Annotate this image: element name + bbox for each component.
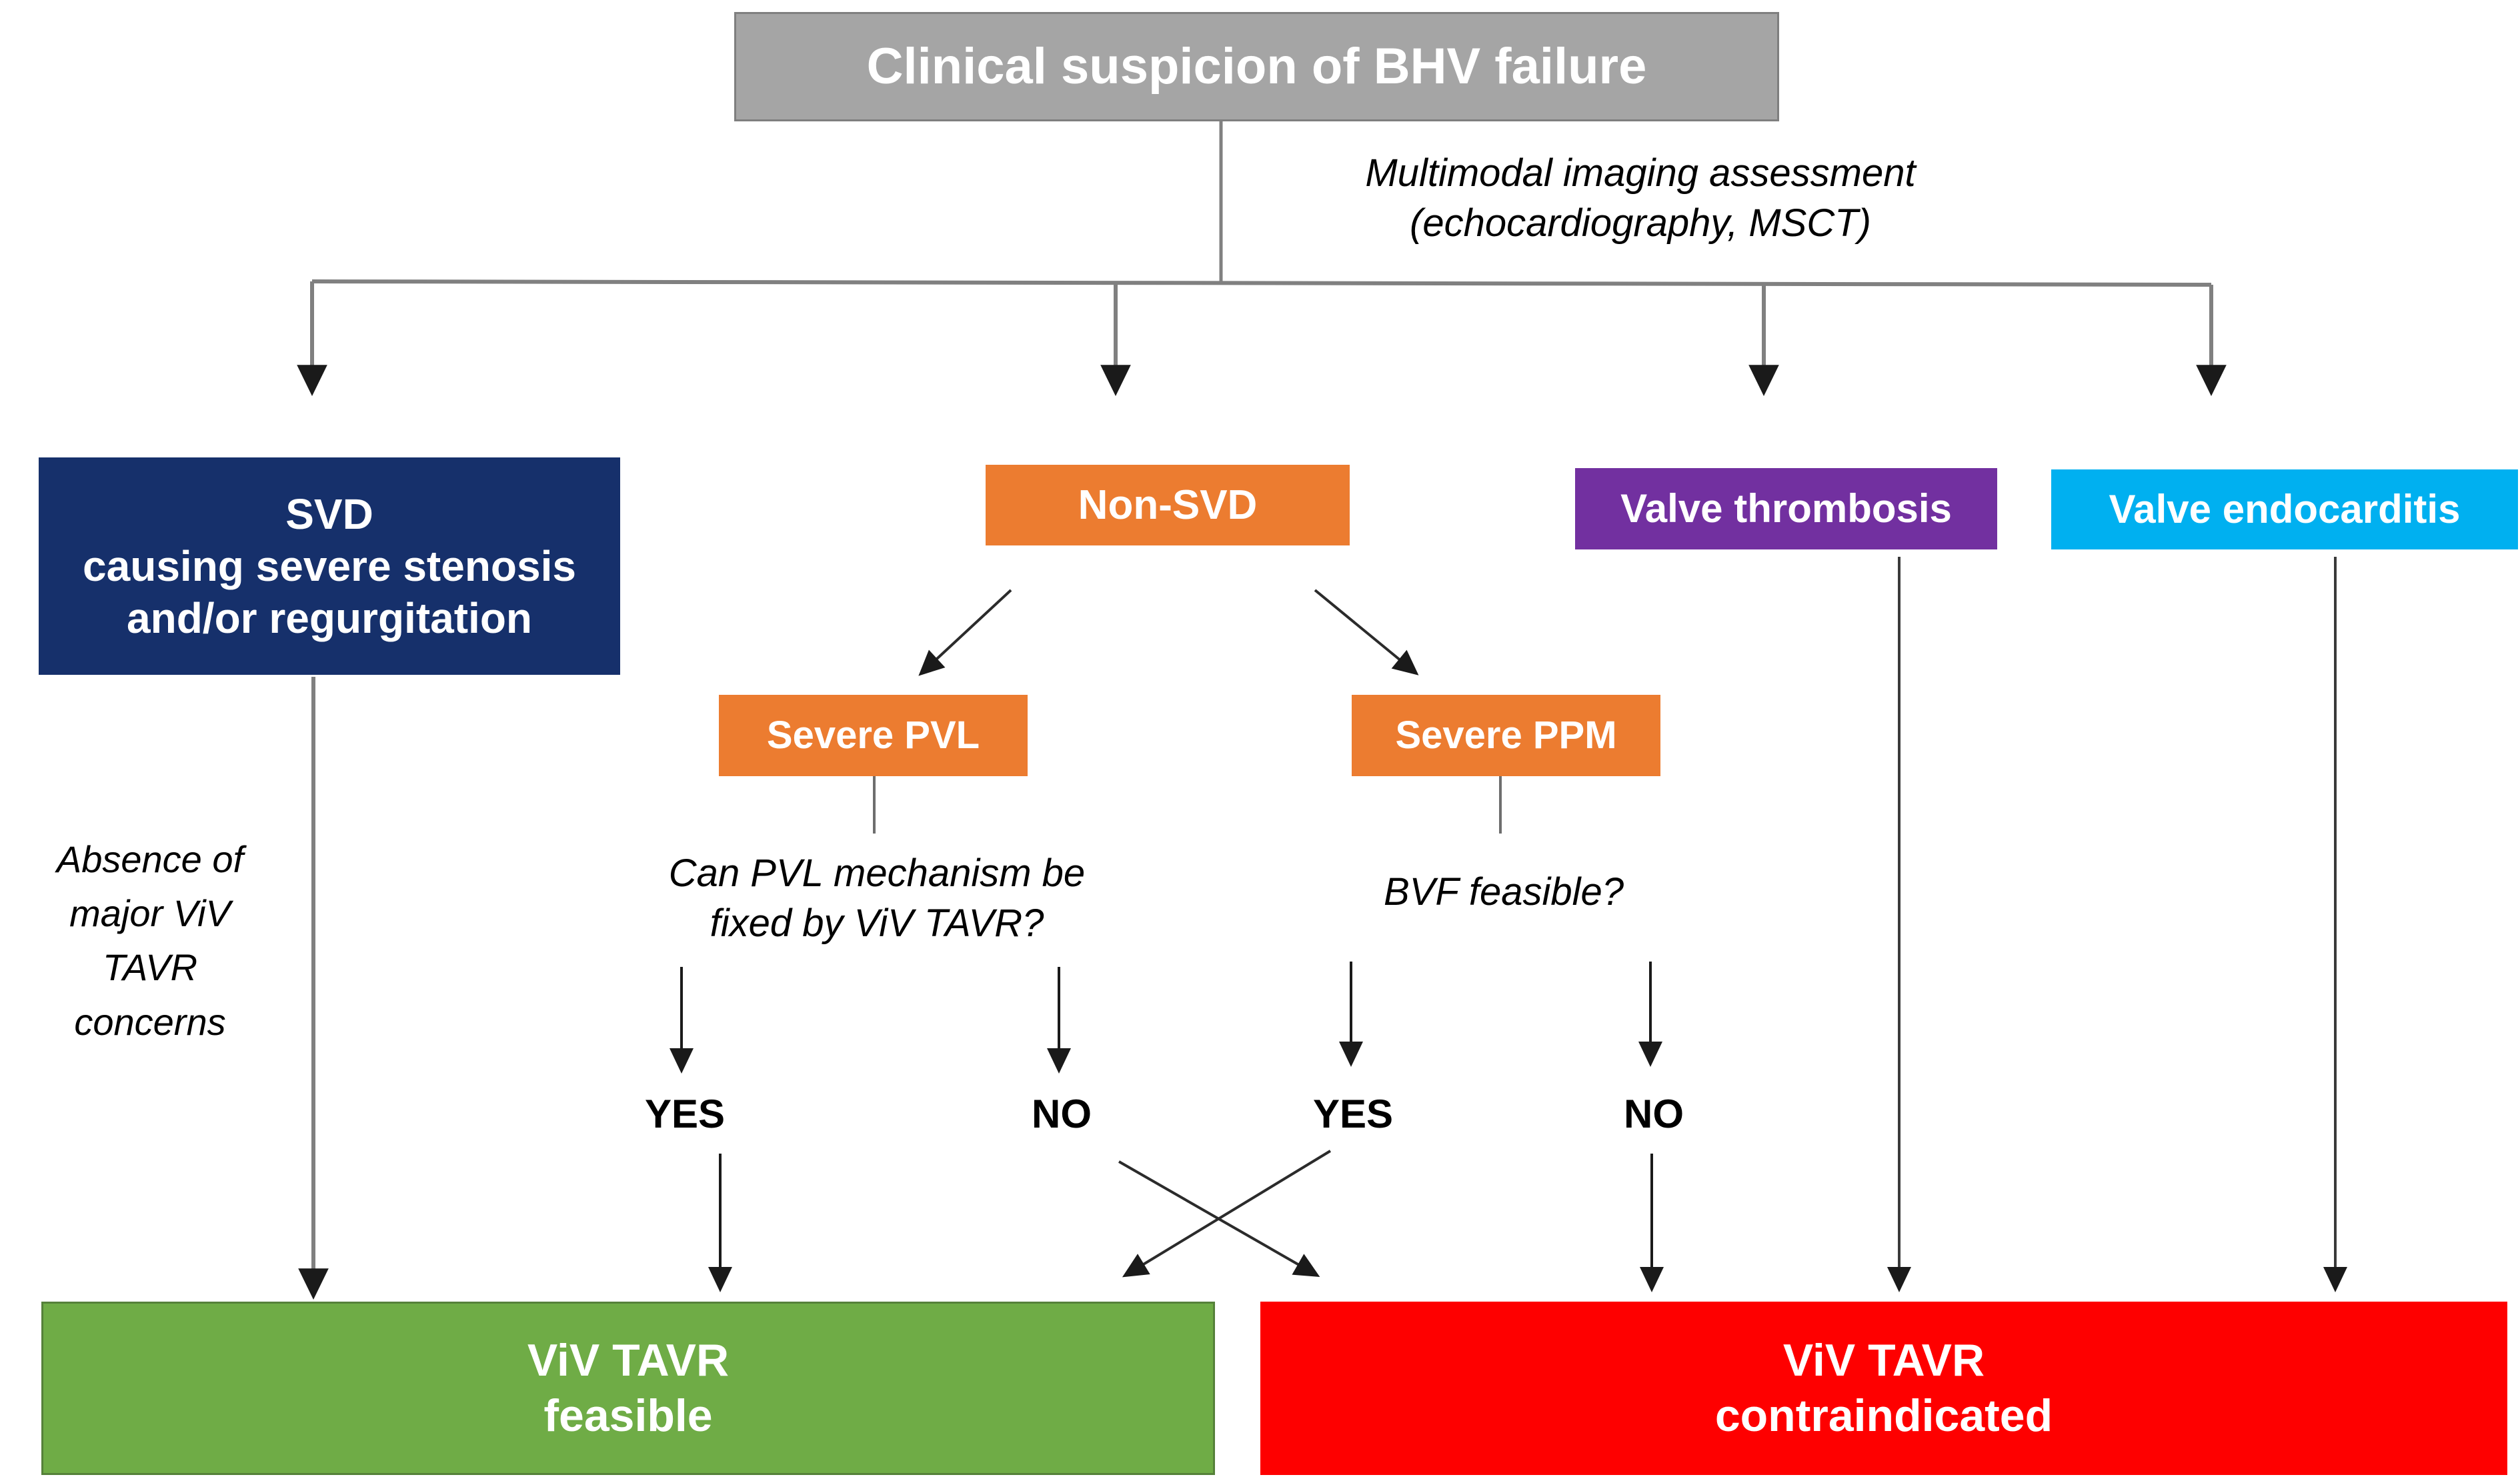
connector-pvl-no-to-contraindicated [1118,1160,1320,1277]
node-valve-endocarditis[interactable]: Valve endocarditis [2051,469,2518,549]
answer-ppm-yes: YES [1296,1088,1410,1140]
node-outcome-contraindicated-line1: ViV TAVR [1782,1335,1985,1386]
question-pvl-line2: fixed by ViV TAVR? [710,902,1044,946]
answer-pvl-yes: YES [628,1088,742,1140]
answer-pvl-no-label: NO [1032,1092,1092,1136]
node-severe-ppm[interactable]: Severe PPM [1352,695,1660,776]
node-outcome-feasible-line1: ViV TAVR [527,1335,730,1386]
node-svd-line2: causing severe stenosis [83,541,576,590]
connector-ppm-yes-to-feasible [1122,1150,1332,1278]
node-clinical-suspicion-label: Clinical suspicion of BHV failure [866,37,1647,95]
question-pvl-line1: Can PVL mechanism be [668,852,1086,895]
node-svd-line1: SVD [285,489,373,538]
node-non-svd[interactable]: Non-SVD [986,465,1350,545]
svd-note-line2: major ViV [69,892,231,935]
answer-ppm-yes-label: YES [1312,1092,1394,1136]
connector-non-svd-to-ppm [1314,589,1419,675]
node-outcome-contraindicated[interactable]: ViV TAVR contraindicated [1260,1302,2507,1475]
question-ppm-line1: BVF feasible? [1383,870,1624,914]
node-valve-endocarditis-label: Valve endocarditis [2109,487,2461,532]
node-clinical-suspicion[interactable]: Clinical suspicion of BHV failure [734,12,1779,121]
node-valve-thrombosis[interactable]: Valve thrombosis [1575,468,1997,549]
node-outcome-contraindicated-line2: contraindicated [1714,1390,2053,1441]
answer-ppm-no: NO [1600,1088,1707,1140]
answer-pvl-no: NO [1008,1088,1115,1140]
connector-distribution-bus [311,279,2212,287]
svd-note-line1: Absence of [56,838,244,880]
svd-note-line3: TAVR [102,946,198,989]
node-outcome-feasible[interactable]: ViV TAVR feasible [41,1302,1215,1475]
answer-ppm-no-label: NO [1624,1092,1684,1136]
assessment-note-line1: Multimodal imaging assessment [1365,151,1916,195]
node-valve-thrombosis-label: Valve thrombosis [1620,486,1952,531]
node-severe-ppm-label: Severe PPM [1395,713,1617,757]
answer-pvl-yes-label: YES [644,1092,726,1136]
node-severe-pvl[interactable]: Severe PVL [719,695,1028,776]
node-outcome-feasible-line2: feasible [543,1390,713,1441]
node-svd-line3: and/or regurgitation [127,594,532,643]
connector-non-svd-to-pvl [918,589,1012,676]
assessment-note: Multimodal imaging assessment (echocardi… [1267,148,2014,249]
question-ppm: BVF feasible? [1324,867,1684,917]
assessment-note-line2: (echocardiography, MSCT) [1410,201,1871,245]
node-non-svd-label: Non-SVD [1078,481,1258,528]
question-pvl: Can PVL mechanism be fixed by ViV TAVR? [603,848,1150,949]
svd-note: Absence of major ViV TAVR concerns [13,832,287,1049]
node-severe-pvl-label: Severe PVL [766,713,980,757]
node-svd[interactable]: SVD causing severe stenosis and/or regur… [39,457,620,675]
svd-note-line4: concerns [74,1000,226,1043]
